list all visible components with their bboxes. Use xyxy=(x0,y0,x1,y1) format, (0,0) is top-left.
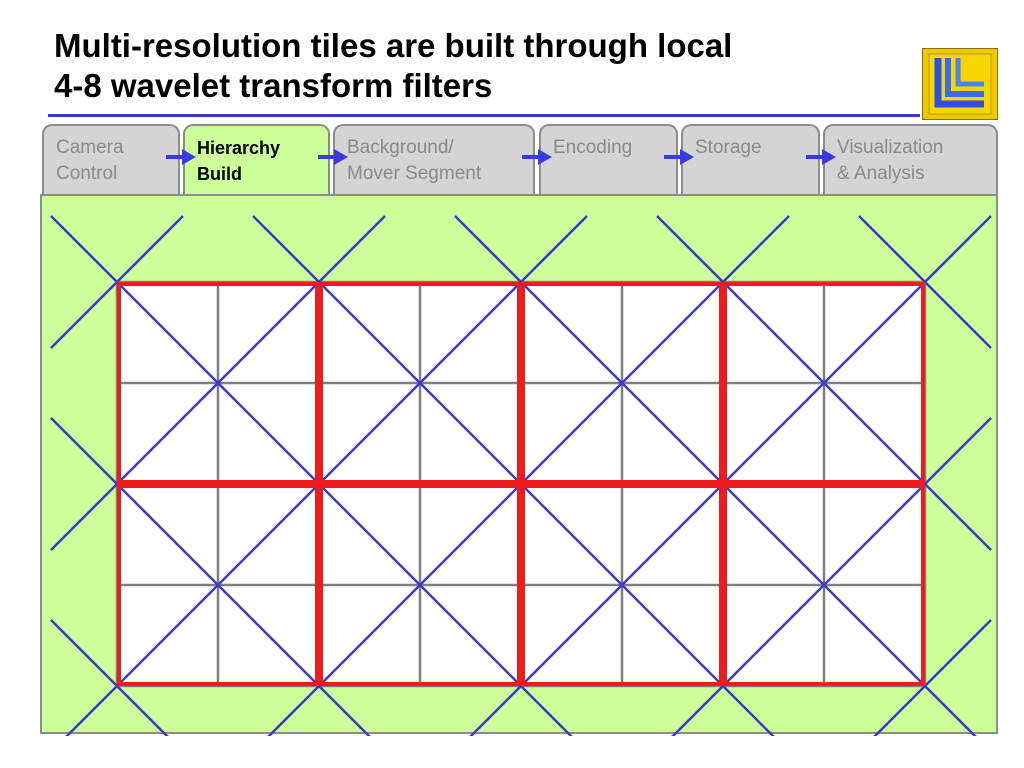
arrow-right-icon xyxy=(806,149,836,165)
diagonal-line xyxy=(50,281,118,349)
diagonal-line xyxy=(858,215,926,283)
diagonal-line xyxy=(252,215,320,283)
diagonal-line xyxy=(318,215,386,283)
diagonal-line xyxy=(50,215,118,283)
tab-label: Hierarchy xyxy=(197,138,281,158)
tab-label: Control xyxy=(56,163,118,184)
tile-border xyxy=(319,282,521,484)
tab-label: Background/ xyxy=(347,137,454,158)
tile-border xyxy=(723,484,925,686)
tab-camera-control[interactable]: Camera Control xyxy=(42,124,180,194)
title-underline xyxy=(48,114,920,117)
wavelet-tile-diagram xyxy=(50,215,992,736)
tab-label: Storage xyxy=(695,137,762,158)
diagonal-line xyxy=(520,483,724,687)
tile-border xyxy=(521,282,723,484)
arrow-right-icon xyxy=(522,149,552,165)
diagonal-line xyxy=(116,281,320,485)
tab-label: & Analysis xyxy=(837,163,925,184)
tile-border xyxy=(117,282,319,484)
tab-label: Build xyxy=(197,164,242,184)
tile-border xyxy=(723,282,925,484)
diagonal-line xyxy=(116,483,320,687)
diagonal-line xyxy=(924,619,992,687)
tab-label: Visualization xyxy=(837,137,944,158)
diagonal-line xyxy=(873,685,926,736)
diagonal-line xyxy=(318,281,522,485)
arrow-right-icon xyxy=(664,149,694,165)
diagonal-line xyxy=(469,685,522,736)
title-line-1: Multi-resolution tiles are built through… xyxy=(54,27,733,64)
tile-border xyxy=(117,484,319,686)
diagonal-line xyxy=(722,281,926,485)
tab-hierarchy-build[interactable]: Hierarchy Build xyxy=(183,124,330,194)
diagonal-line xyxy=(520,215,588,283)
diagonal-line xyxy=(116,215,184,283)
diagram-panel xyxy=(40,194,998,736)
tile-border xyxy=(319,484,521,686)
diagonal-line xyxy=(50,483,118,551)
slide-title: Multi-resolution tiles are built through… xyxy=(54,26,732,106)
lab-logo-icon xyxy=(921,47,999,121)
diagonal-line xyxy=(318,685,371,736)
diagonal-line xyxy=(454,215,522,283)
tab-visualization-analysis[interactable]: Visualization & Analysis xyxy=(823,124,998,194)
diagonal-line xyxy=(722,483,926,687)
diagonal-line xyxy=(722,215,790,283)
diagonal-line xyxy=(318,483,522,687)
diagonal-line xyxy=(50,417,118,485)
diagonal-line xyxy=(924,215,992,283)
diagonal-line xyxy=(924,483,992,551)
diagonal-line xyxy=(520,281,724,485)
diagonal-line xyxy=(722,685,775,736)
diagonal-line xyxy=(924,417,992,485)
arrow-right-icon xyxy=(166,149,196,165)
tab-label: Mover Segment xyxy=(347,163,482,184)
tab-background-mover-segment[interactable]: Background/ Mover Segment xyxy=(333,124,535,194)
diagonal-line xyxy=(50,619,118,687)
diagonal-line xyxy=(924,685,977,736)
tab-label: Encoding xyxy=(553,137,633,158)
arrow-right-icon xyxy=(318,149,348,165)
tab-storage[interactable]: Storage xyxy=(681,124,820,194)
title-line-2: 4-8 wavelet transform filters xyxy=(54,67,493,104)
tile-border xyxy=(521,484,723,686)
diagonal-line xyxy=(520,685,573,736)
diagonal-line xyxy=(267,685,320,736)
diagonal-line xyxy=(924,281,992,349)
tab-encoding[interactable]: Encoding xyxy=(539,124,678,194)
diagonal-line xyxy=(671,685,724,736)
diagonal-line xyxy=(656,215,724,283)
diagonal-line xyxy=(116,685,169,736)
tab-label: Camera xyxy=(56,137,124,158)
diagonal-line xyxy=(65,685,118,736)
